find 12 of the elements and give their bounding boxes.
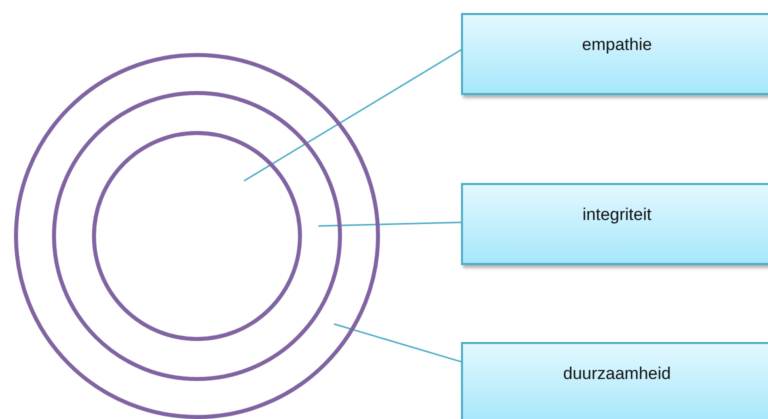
label-text: duurzaamheid — [563, 364, 671, 384]
leader-line — [318, 222, 462, 227]
label-text: empathie — [582, 35, 652, 55]
label-box — [461, 183, 768, 265]
ring — [14, 53, 380, 419]
label-text: integriteit — [582, 205, 652, 225]
ring — [52, 91, 342, 381]
label-box — [461, 13, 768, 95]
leader-line — [244, 49, 462, 182]
label-box — [461, 342, 768, 419]
ring — [92, 131, 302, 341]
leader-line — [334, 323, 462, 362]
